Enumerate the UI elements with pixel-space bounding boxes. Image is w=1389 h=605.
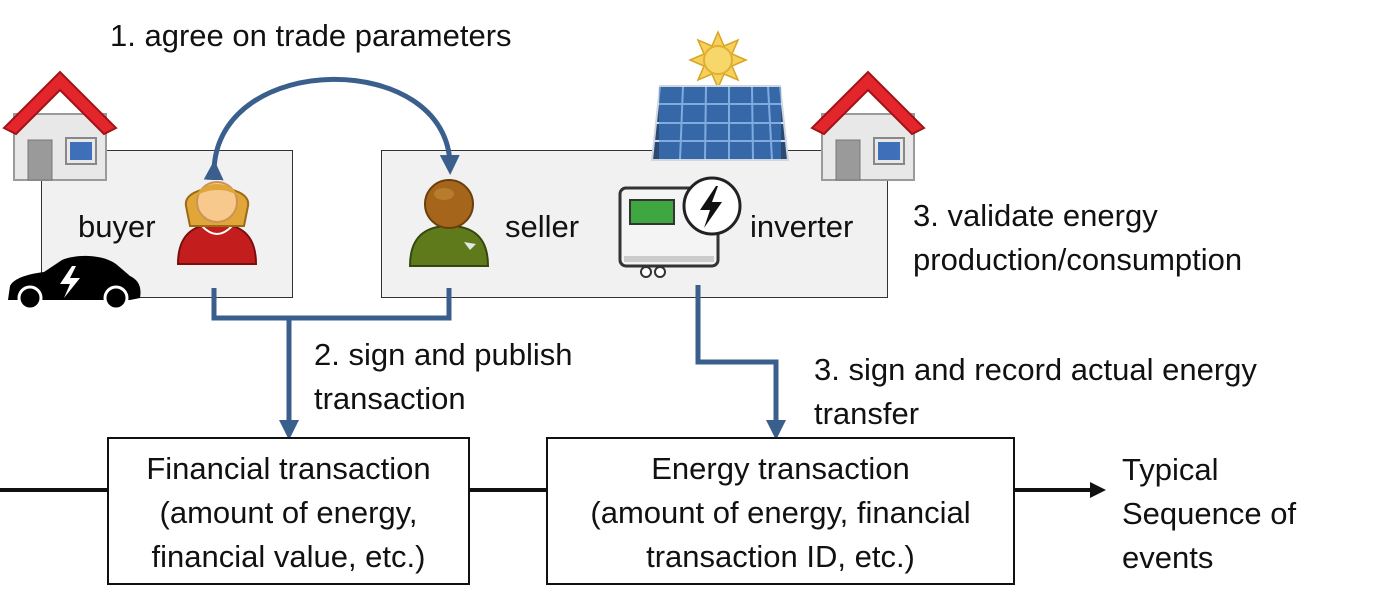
sign-record-line1: 3. sign and record actual energy — [814, 352, 1257, 387]
typical-line1: Typical — [1122, 452, 1219, 487]
record-arrow — [695, 285, 786, 440]
energy-tx-line1: Energy transaction — [651, 451, 910, 486]
buyer-person-icon — [176, 181, 258, 265]
energy-tx-line2: (amount of energy, financial — [590, 495, 971, 530]
typical-line2: Sequence of — [1122, 496, 1297, 531]
step1-label: 1. agree on trade parameters — [110, 18, 512, 53]
house-icon — [2, 70, 118, 181]
financial-transaction-box: Financial transaction (amount of energy,… — [107, 437, 470, 585]
sun-icon — [688, 30, 748, 90]
sign-record-line2: transfer — [814, 396, 920, 431]
financial-tx-line2: (amount of energy, — [159, 495, 418, 530]
energy-tx-line3: transaction ID, etc.) — [646, 539, 915, 574]
typical-line3: events — [1122, 540, 1214, 575]
inverter-icon — [618, 176, 742, 278]
financial-tx-line1: Financial transaction — [146, 451, 431, 486]
inverter-label: inverter — [750, 209, 854, 244]
sign-publish-line2: transaction — [314, 381, 466, 416]
agree-arrow — [203, 76, 460, 181]
financial-tx-line3: financial value, etc.) — [151, 539, 426, 574]
car-icon — [8, 255, 141, 311]
validate-line1: 3. validate energy — [913, 198, 1158, 233]
seller-label: seller — [505, 209, 580, 244]
buyer-label: buyer — [78, 209, 156, 244]
seller-person-icon — [408, 179, 490, 267]
sign-publish-line1: 2. sign and publish — [314, 337, 573, 372]
solar-panel-icon — [650, 85, 790, 161]
publish-connector — [211, 288, 452, 321]
energy-transaction-box: Energy transaction (amount of energy, fi… — [546, 437, 1015, 585]
house-icon — [810, 70, 926, 181]
validate-line2: production/consumption — [913, 242, 1243, 277]
